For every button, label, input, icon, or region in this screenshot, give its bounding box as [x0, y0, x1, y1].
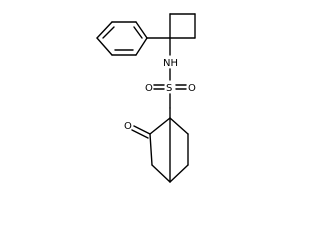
- oxygen-left-label: O: [145, 83, 153, 94]
- norbornanone-skeleton: [149, 117, 189, 183]
- sulfur-label: S: [166, 83, 172, 94]
- bond-ketone-2: [131, 129, 149, 139]
- bond-ketone-1: [133, 125, 151, 135]
- molecule-drawing: NH S O O O: [96, 13, 196, 183]
- nh-label: NH: [163, 58, 178, 69]
- structure-canvas: NH S O O O: [96, 13, 196, 183]
- cyclobutyl-ring: [169, 13, 196, 39]
- phenyl-ring: [96, 21, 148, 56]
- oxygen-right-label: O: [188, 83, 196, 94]
- oxygen-ketone-label: O: [124, 121, 132, 132]
